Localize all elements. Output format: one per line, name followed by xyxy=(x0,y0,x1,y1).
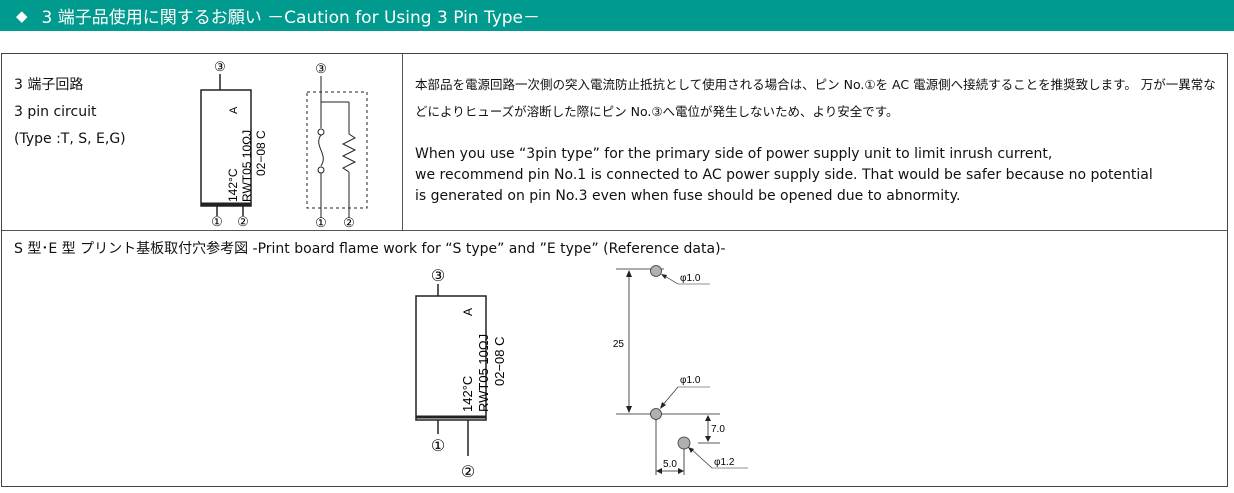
hole-pin1 xyxy=(650,408,662,420)
dim-7-label: 7.0 xyxy=(711,424,725,435)
large-pin3-label: ③ xyxy=(431,268,445,285)
component-rating: 142°C xyxy=(226,168,240,202)
component-drawing-small: ③ 142°C A RWT05 10ΩJ 02−08 C ① ② xyxy=(200,59,268,228)
large-component-rating-box: A xyxy=(461,308,475,316)
circuit-types: (Type :T, S, E,G) xyxy=(14,131,126,147)
large-component-rating: 142°C xyxy=(460,376,475,412)
component-drawing-large: ③ 142°C A RWT05 10ΩJ 02−08 C ① ② xyxy=(415,268,507,481)
hole-a-label: φ1.0 xyxy=(680,273,701,284)
section-header: ◆ 3 端子品使用に関するお願い －Caution for Using 3 Pi… xyxy=(0,0,1234,31)
schematic-pin2-label: ② xyxy=(343,215,355,228)
description-en-line2: we recommend pin No.1 is connected to AC… xyxy=(415,167,1153,183)
section-title: 3 端子品使用に関するお願い －Caution for Using 3 Pin … xyxy=(41,8,541,28)
description-en-line3: is generated on pin No.3 even when fuse … xyxy=(415,188,961,204)
component-model: RWT05 10ΩJ xyxy=(240,130,254,202)
schematic-pin1-label: ① xyxy=(315,215,327,228)
large-component-date: 02−08 C xyxy=(492,336,507,386)
large-pin1-label: ① xyxy=(431,438,445,455)
pin1-label: ① xyxy=(211,214,223,228)
description-en-line1: When you use “3pin type” for the primary… xyxy=(415,146,1053,162)
dim-25-label: 25 xyxy=(613,339,625,350)
pin3-label: ③ xyxy=(214,59,226,74)
hole-b-label: φ1.0 xyxy=(680,375,701,386)
description-en: When you use “3pin type” for the primary… xyxy=(415,144,1227,207)
schematic-pin3-label: ③ xyxy=(315,61,327,76)
circuit-label-en: 3 pin circuit xyxy=(14,104,97,120)
hole-pin3 xyxy=(650,265,662,277)
large-pin2-label: ② xyxy=(461,464,475,481)
divider-vertical xyxy=(402,54,403,230)
board-hole-diagram: 25 7.0 5.0 φ1.0 φ1.0 φ1.2 xyxy=(613,265,748,475)
hole-pin2 xyxy=(677,436,691,450)
diamond-icon: ◆ xyxy=(16,6,28,25)
schematic-diagram: ③ ① ② xyxy=(306,61,368,228)
divider-horizontal xyxy=(2,230,1227,231)
large-component-model: RWT05 10ΩJ xyxy=(476,334,491,412)
circuit-label: 3 端子回路 3 pin circuit (Type :T, S, E,G) xyxy=(14,72,126,153)
dim-5-label: 5.0 xyxy=(663,459,677,470)
component-date: 02−08 C xyxy=(254,130,268,176)
hole-c-label: φ1.2 xyxy=(714,457,735,468)
pin2-label: ② xyxy=(237,214,249,228)
description-jp: 本部品を電源回路一次側の突入電流防止抵抗として使用される場合は、ピン No.①を… xyxy=(415,77,1216,119)
board-title: S 型･E 型 プリント基板取付穴参考図 -Print board flame … xyxy=(14,241,726,257)
circuit-label-jp: 3 端子回路 xyxy=(14,77,84,93)
content-frame: 3 端子回路 3 pin circuit (Type :T, S, E,G) ③… xyxy=(1,53,1228,487)
component-rating-box: A xyxy=(228,106,240,114)
